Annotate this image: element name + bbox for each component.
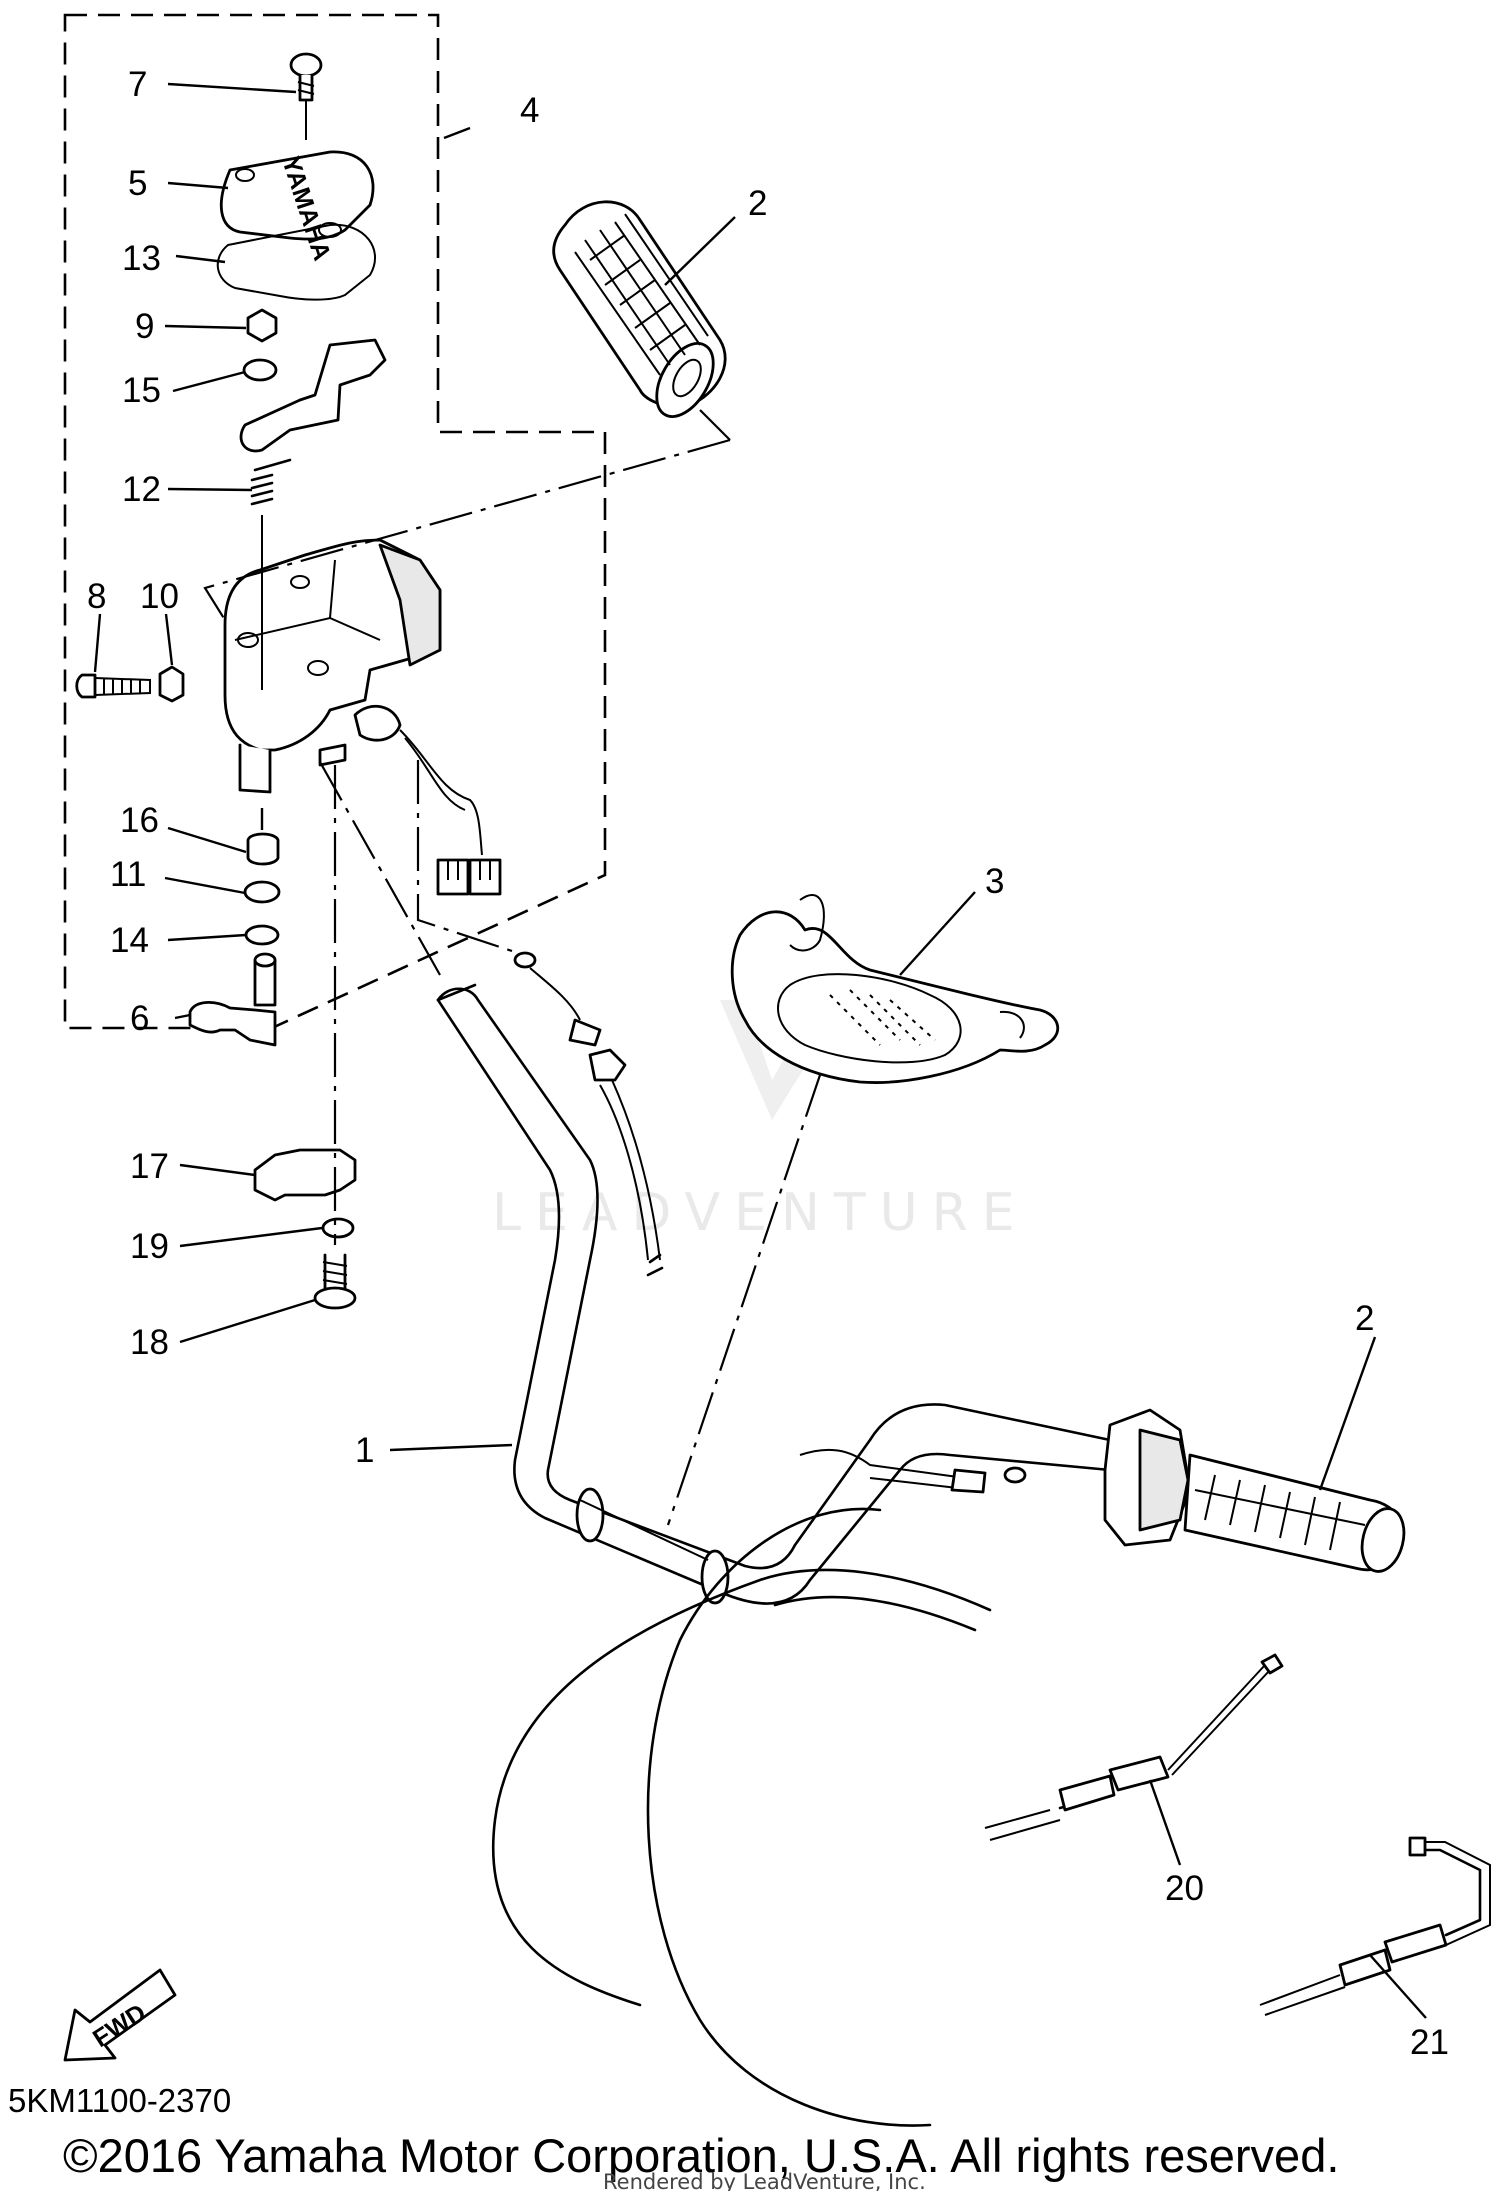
callout-18: 18 [130,1323,169,1362]
throttle-lever-6 [188,952,277,1047]
gasket-13 [216,223,376,301]
callout-20: 20 [1165,1869,1204,1908]
callout-19: 19 [130,1227,169,1266]
switch-cover-5: YAMAHA [219,150,375,264]
grip-lower [1103,1408,1406,1573]
bolt-8 [75,673,151,699]
nut-9 [246,308,278,343]
leader-lines [93,82,1427,2019]
callout-9: 9 [135,307,154,346]
callout-13: 13 [122,239,161,278]
grip-upper [552,200,727,418]
assembly-line-grip [203,438,731,621]
washer-15 [242,358,278,382]
callout-15: 15 [122,371,161,410]
callout-2-upper: 2 [748,184,767,223]
callout-labels: 7 4 2 5 13 9 15 12 8 10 16 3 11 14 6 17 … [87,65,1449,2062]
throttle-cable [416,760,1027,1494]
fwd-arrow: FWD [63,1968,177,2062]
handlebar [436,983,1112,1605]
callout-21: 21 [1410,2023,1449,2062]
bushing-16 [246,832,280,866]
cable-21 [646,1507,1491,2127]
copyright-notice: ©2016 Yamaha Motor Corporation, U.S.A. A… [63,2129,1339,2182]
nut-10 [158,665,185,703]
callout-17: 17 [130,1147,169,1186]
assembly-line-pad [666,1074,822,1526]
part-code: 5KM1100-2370 [8,2082,231,2119]
cable-20 [492,1568,1284,2007]
callout-8: 8 [87,577,106,616]
washer-11 [243,880,281,904]
watermark-text: LEADVENTURE [492,1183,1029,1243]
washer-14 [244,924,280,946]
lever-plate [239,338,387,453]
switch-body-10 [223,538,442,794]
callout-3: 3 [985,862,1004,901]
callout-1: 1 [355,1431,374,1470]
callout-14: 14 [110,921,149,960]
assembly-line-grip-b [699,409,731,441]
callout-10: 10 [140,577,179,616]
screw-18 [313,1253,357,1310]
washer-19 [321,1217,355,1239]
callout-11: 11 [110,855,146,894]
callout-16: 16 [120,801,159,840]
assembly-line-bar [319,761,441,976]
callout-12: 12 [122,470,161,509]
handlebar-pad [730,894,1059,1084]
rendered-by: Rendered by LeadVenture, Inc. [603,2170,926,2191]
callout-7: 7 [128,65,147,104]
callout-5: 5 [128,164,147,203]
switch-assembly-boundary [63,13,607,1030]
callout-6: 6 [130,999,149,1038]
callout-4: 4 [520,91,539,130]
clamp-17 [253,1148,357,1202]
callout-2-lower: 2 [1355,1299,1374,1338]
switch-wire-harness [399,729,502,896]
spring-12 [250,458,292,506]
